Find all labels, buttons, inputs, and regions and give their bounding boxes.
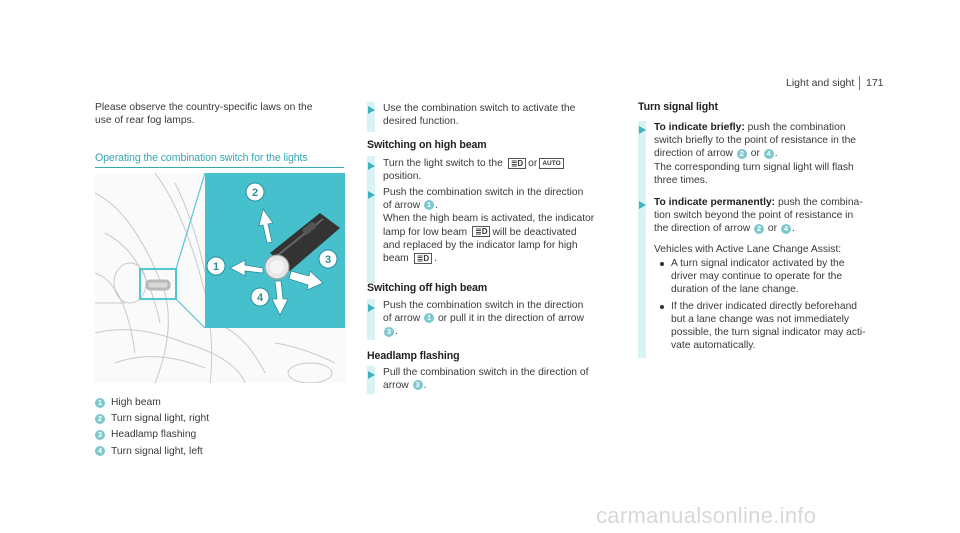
figure-label-1: 1	[213, 261, 219, 273]
step-stripe	[367, 102, 375, 132]
list-item: If the driver indicated directly beforeh…	[660, 300, 900, 353]
page-number: 171	[866, 77, 884, 89]
figure-label-3: 3	[325, 254, 331, 266]
figure-label-4: 4	[257, 292, 264, 304]
step-indicate-briefly: To indicate briefly: push the combinatio…	[654, 122, 857, 186]
step-arrow-icon	[639, 126, 646, 134]
running-header: Light and sight	[786, 77, 854, 90]
step-indicate-permanently: To indicate permanently: push the combin…	[654, 197, 863, 235]
heading-headlamp-flashing: Headlamp flashing	[367, 350, 460, 362]
intro-text: Please observe the country-specific laws…	[95, 102, 313, 127]
bullet-icon	[660, 304, 664, 309]
step-use-switch: Use the combination switch to activate t…	[383, 103, 576, 128]
low-beam-icon: ≣D	[507, 157, 527, 169]
step-arrow-icon	[368, 371, 375, 379]
section-rule	[95, 167, 344, 168]
heading-turn-signal-light: Turn signal light	[638, 101, 718, 113]
combination-switch-figure: 1 2 3 4	[95, 173, 345, 383]
watermark: carmanualsonline.info	[596, 503, 817, 528]
figure-label-2: 2	[252, 187, 258, 199]
figure-illustration: 1 2 3 4	[95, 173, 345, 383]
step-stripe	[367, 299, 375, 340]
high-beam-icon: ≣D	[413, 252, 433, 264]
step-arrow-icon	[368, 106, 375, 114]
heading-switching-on-high-beam: Switching on high beam	[367, 139, 487, 151]
step-stripe	[638, 121, 646, 358]
auto-light-icon: AUTO	[539, 157, 564, 169]
header-divider	[859, 76, 860, 90]
step-switch-off-high: Push the combination switch in the direc…	[383, 300, 584, 338]
step-arrow-icon	[368, 191, 375, 199]
step-arrow-icon	[368, 162, 375, 170]
step-arrow-icon	[368, 304, 375, 312]
bullet-icon	[660, 262, 664, 266]
step-headlamp-flash: Pull the combination switch in the direc…	[383, 367, 589, 392]
step-arrow-icon	[639, 201, 646, 209]
lane-change-assist-note: Vehicles with Active Lane Change Assist:	[654, 244, 842, 255]
assist-bullet-list: A turn signal indicator activated by the…	[660, 257, 900, 352]
heading-switching-off-high-beam: Switching off high beam	[367, 282, 488, 294]
low-beam-icon: ≣D	[472, 226, 491, 238]
section-title: Operating the combination switch for the…	[95, 152, 308, 164]
header-title: Light and sight	[786, 77, 855, 89]
step-stripe	[367, 156, 375, 283]
list-item: A turn signal indicator activated by the…	[660, 257, 900, 297]
step-push-switch-high: Push the combination switch in the direc…	[383, 187, 595, 265]
step-stripe	[367, 366, 375, 394]
